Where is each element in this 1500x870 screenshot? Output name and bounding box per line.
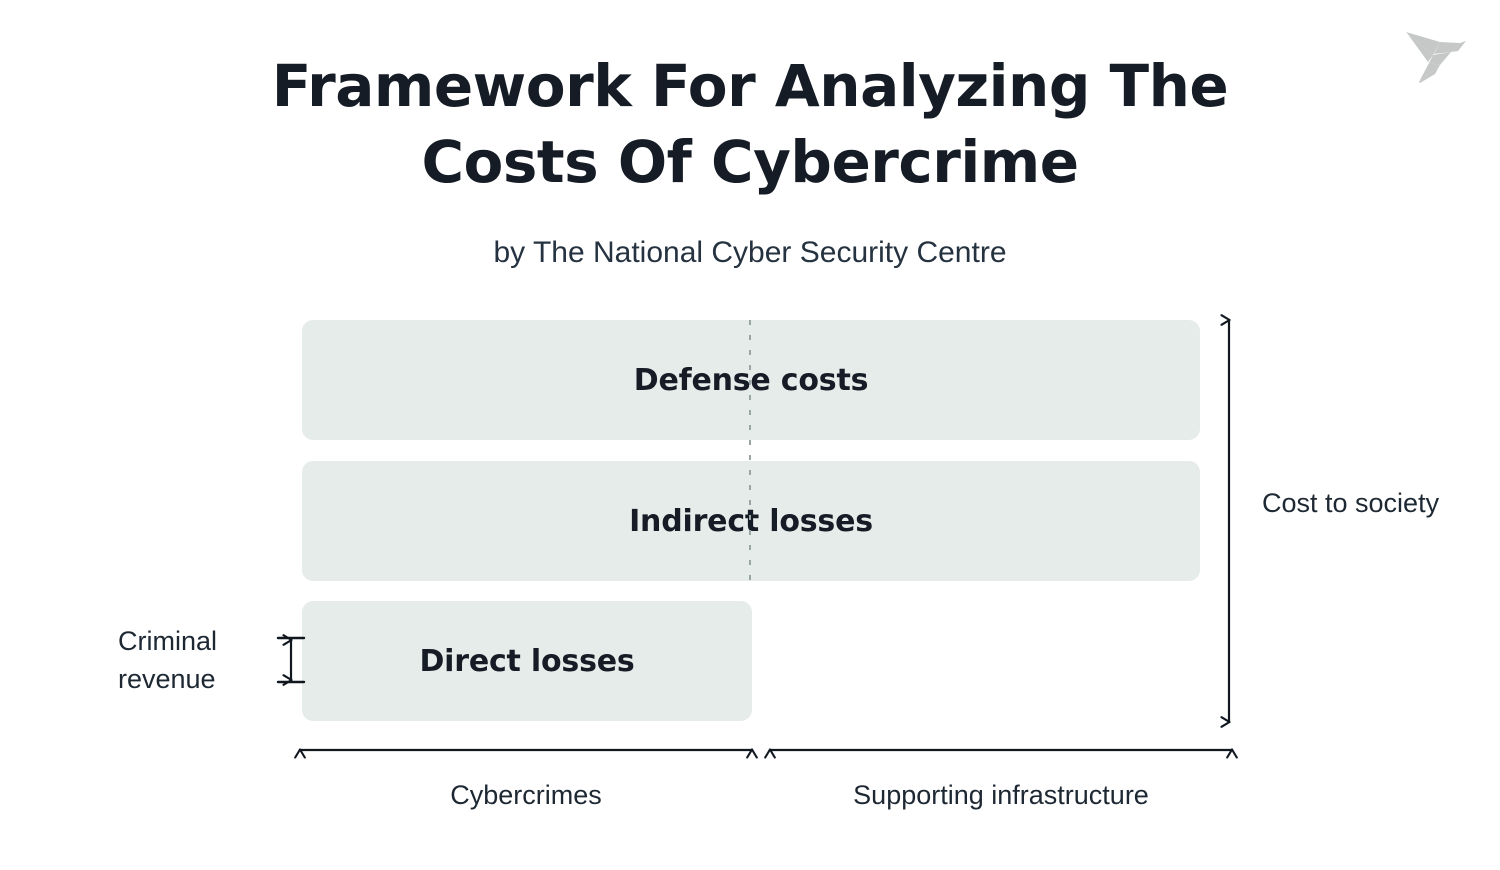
label-criminal-revenue: Criminal revenue <box>118 626 218 694</box>
box-direct-losses: Direct losses <box>302 601 752 721</box>
label-cybercrimes: Cybercrimes <box>450 780 602 810</box>
box-indirect-losses-label: Indirect losses <box>629 503 873 539</box>
box-indirect-losses: Indirect losses <box>302 461 1200 581</box>
label-supporting-infrastructure: Supporting infrastructure <box>853 780 1149 810</box>
origami-bird-logo <box>1388 18 1484 90</box>
box-defense-costs: Defense costs <box>302 320 1200 440</box>
label-cost-to-society: Cost to society <box>1262 488 1440 518</box>
page-subtitle: by The National Cyber Security Centre <box>493 236 1007 269</box>
criminal-revenue-arrow <box>276 638 306 682</box>
box-defense-costs-label: Defense costs <box>633 362 869 398</box>
header: Framework For Analyzing The Costs Of Cyb… <box>0 48 1500 272</box>
box-direct-losses-label: Direct losses <box>419 643 635 679</box>
page-title: Framework For Analyzing The Costs Of Cyb… <box>271 52 1229 196</box>
dashed-divider-line <box>749 320 751 581</box>
